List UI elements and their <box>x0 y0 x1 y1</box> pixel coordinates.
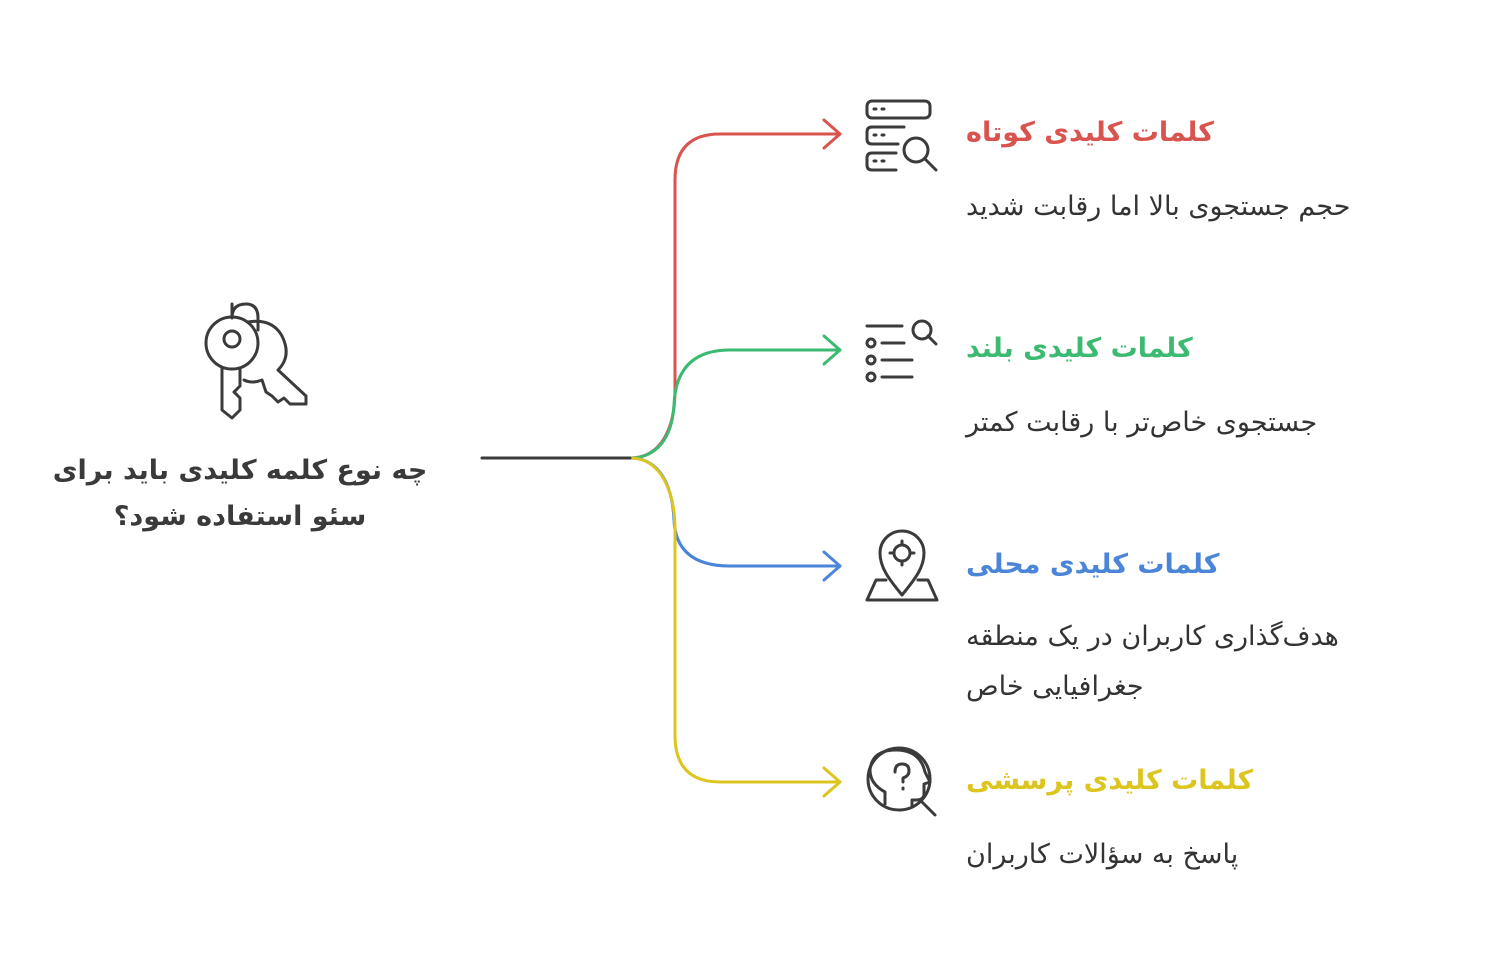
head-question-icon <box>866 746 937 817</box>
database-search-icon <box>865 99 938 172</box>
branch-desc-long: جستجوی خاص‌تر با رقابت کمتر <box>966 407 1318 438</box>
connector-green <box>628 348 842 460</box>
arrow-head-yellow <box>822 766 842 798</box>
arrow-head-blue <box>822 550 842 582</box>
connector-yellow <box>628 456 842 784</box>
branch-desc-short: حجم جستجوی بالا اما رقابت شدید <box>966 191 1351 222</box>
branch-desc-question: پاسخ به سؤالات کاربران <box>966 839 1239 870</box>
branch-title-question: کلمات کلیدی پرسشی <box>966 765 1254 796</box>
branch-title-long: کلمات کلیدی بلند <box>966 333 1193 364</box>
arrow-head-red <box>822 118 842 150</box>
list-search-icon <box>865 319 938 383</box>
keys-icon <box>204 302 308 420</box>
root-question: چه نوع کلمه کلیدی باید برای سئو استفاده … <box>52 455 428 532</box>
arrow-head-green <box>822 334 842 366</box>
branch-title-local: کلمات کلیدی محلی <box>966 549 1220 580</box>
connector-red <box>628 132 842 460</box>
location-pin-icon <box>865 529 939 602</box>
branch-title-short: کلمات کلیدی کوتاه <box>966 117 1214 148</box>
branch-desc-local: هدف‌گذاری کاربران در یک منطقه جغرافیایی … <box>966 621 1339 702</box>
